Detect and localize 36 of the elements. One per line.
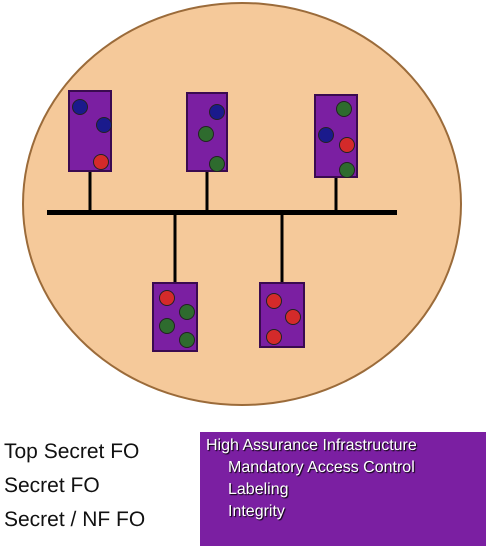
status-dot: [179, 332, 195, 348]
bus-bar: [47, 210, 397, 215]
status-dot: [339, 162, 355, 178]
status-dot: [209, 156, 225, 172]
connector-line: [174, 215, 176, 282]
classification-label: Secret / NF FO: [4, 508, 146, 532]
status-dot: [318, 127, 334, 143]
list-item: Integrity: [228, 502, 285, 522]
text-panel: [200, 432, 486, 546]
list-item: Labeling: [228, 480, 288, 500]
status-dot: [179, 304, 195, 320]
host-box: [152, 282, 198, 352]
status-dot: [285, 309, 301, 325]
status-dot: [266, 293, 282, 309]
status-dot: [159, 318, 175, 334]
status-dot: [96, 117, 112, 133]
connector-line: [88, 172, 92, 210]
classification-label: Top Secret FO: [4, 440, 140, 464]
connector-line: [206, 172, 208, 210]
host-box: [186, 92, 228, 172]
status-dot: [339, 137, 355, 153]
connector-line: [334, 178, 338, 210]
host-box: [259, 282, 305, 348]
status-dot: [266, 329, 282, 345]
status-dot: [93, 154, 109, 170]
status-dot: [72, 99, 88, 115]
status-dot: [198, 126, 214, 142]
status-dot: [336, 101, 352, 117]
classification-label: Secret FO: [4, 474, 100, 498]
status-dot: [209, 104, 225, 120]
host-box: [68, 90, 112, 172]
list-item: Mandatory Access Control: [228, 458, 415, 478]
status-dot: [159, 290, 175, 306]
panel-heading: High Assurance Infrastructure: [206, 436, 417, 456]
connector-line: [280, 215, 284, 282]
host-box: [314, 94, 358, 178]
